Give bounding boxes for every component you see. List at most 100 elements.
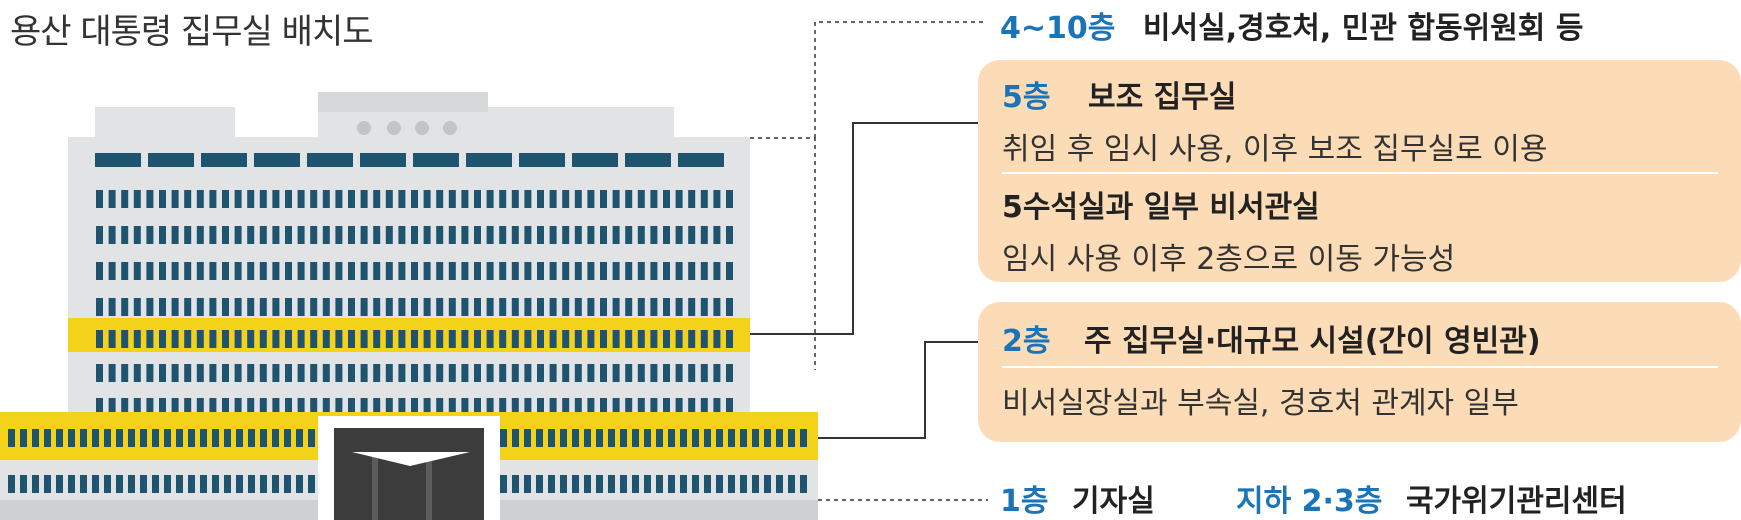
podium-window xyxy=(248,429,255,447)
tower-window xyxy=(499,330,507,348)
podium-window xyxy=(80,429,87,447)
tower-window xyxy=(625,330,633,348)
tower-window xyxy=(310,298,318,316)
podium-window xyxy=(524,429,531,447)
podium-window xyxy=(152,429,159,447)
tower-window xyxy=(461,398,469,416)
tower-window xyxy=(234,298,242,316)
tower-window xyxy=(234,262,242,280)
podium-window xyxy=(116,429,123,447)
tower-window xyxy=(297,398,305,416)
tower-window xyxy=(159,190,166,208)
tower-window xyxy=(675,364,683,382)
podium-window xyxy=(92,475,99,493)
tower-window xyxy=(612,398,620,416)
floor-5-line2: 임시 사용 이후 2층으로 이동 가능성 xyxy=(1002,242,1456,277)
tower-window xyxy=(448,226,456,244)
tower-window xyxy=(247,364,255,382)
tower-window xyxy=(171,190,179,208)
tower-window xyxy=(121,398,129,416)
podium-window xyxy=(656,429,663,447)
tower-window xyxy=(297,190,305,208)
tower-window xyxy=(285,226,292,244)
tower-window xyxy=(385,226,393,244)
tower-window xyxy=(486,262,494,280)
tower-window xyxy=(272,298,280,316)
podium-window xyxy=(668,429,675,447)
tower-window xyxy=(184,330,192,348)
floor-1-number: 1층 xyxy=(1000,484,1049,519)
entrance-canopy xyxy=(352,452,470,466)
tower-window xyxy=(297,364,305,382)
roof-vent xyxy=(387,121,401,135)
tower-window xyxy=(713,262,721,280)
tower-window xyxy=(461,262,469,280)
tower-window xyxy=(196,262,204,280)
tower-window xyxy=(474,398,481,416)
tower-window xyxy=(348,262,355,280)
tower-window xyxy=(637,364,645,382)
tower-window xyxy=(196,298,204,316)
tower-window xyxy=(322,190,330,208)
podium-window xyxy=(284,475,291,493)
tower-window xyxy=(322,298,330,316)
tower-window xyxy=(247,226,255,244)
podium-window xyxy=(632,429,639,447)
tower xyxy=(68,137,750,417)
podium-window xyxy=(800,475,807,493)
tower-window xyxy=(713,330,721,348)
floors-4-10-number: 4~10층 xyxy=(1000,11,1116,46)
podium-window xyxy=(56,475,63,493)
tower-window xyxy=(159,226,166,244)
tower-window xyxy=(486,398,494,416)
tower-window xyxy=(461,298,469,316)
podium-window xyxy=(632,475,639,493)
tower-window xyxy=(171,298,179,316)
tower-window xyxy=(537,190,544,208)
tower-window xyxy=(297,226,305,244)
tower-window xyxy=(146,398,154,416)
tower-window xyxy=(184,190,192,208)
tower-window xyxy=(549,190,557,208)
tower-window xyxy=(574,364,582,382)
tower-window xyxy=(259,190,267,208)
podium-window xyxy=(584,475,591,493)
podium-window xyxy=(764,475,771,493)
tower-window xyxy=(700,262,708,280)
tower-window xyxy=(108,190,116,208)
tower-window xyxy=(499,262,507,280)
tower-window xyxy=(562,226,570,244)
tower-window-wide xyxy=(254,153,300,167)
tower-window xyxy=(524,330,532,348)
tower-window xyxy=(310,226,318,244)
tower-window xyxy=(612,190,620,208)
tower-window xyxy=(713,226,721,244)
tower-window xyxy=(184,262,192,280)
tower-window xyxy=(499,190,507,208)
tower-window xyxy=(524,262,532,280)
tower-window xyxy=(688,398,696,416)
tower-window xyxy=(486,298,494,316)
tower-window xyxy=(222,398,229,416)
tower-window xyxy=(663,330,670,348)
tower-window xyxy=(121,364,129,382)
tower-window xyxy=(587,364,595,382)
tower-window xyxy=(600,190,607,208)
tower-window xyxy=(209,190,217,208)
tower-window xyxy=(272,262,280,280)
tower-window xyxy=(209,398,217,416)
tower-window xyxy=(411,330,418,348)
tower-window xyxy=(562,190,570,208)
tower-window xyxy=(159,262,166,280)
tower-window xyxy=(247,398,255,416)
tower-window xyxy=(612,226,620,244)
tower-window xyxy=(688,226,696,244)
podium-window xyxy=(740,429,747,447)
tower-window-wide xyxy=(625,153,671,167)
podium-window xyxy=(572,475,579,493)
tower-window xyxy=(222,298,229,316)
tower-window xyxy=(511,190,519,208)
tower-window xyxy=(360,262,368,280)
tower-window xyxy=(133,398,141,416)
tower-window xyxy=(436,190,444,208)
